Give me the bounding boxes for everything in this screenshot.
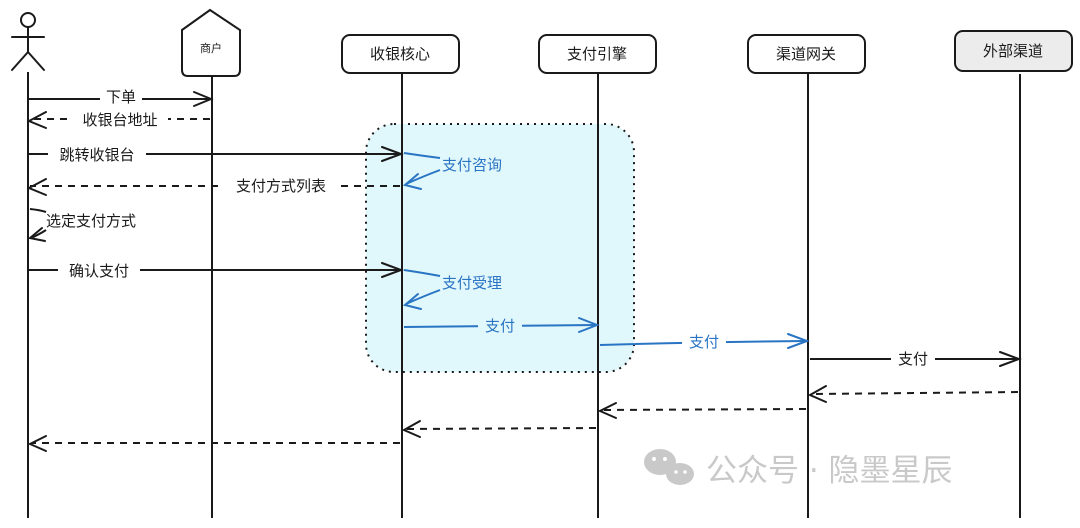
watermark: 公众号 · 隐墨星辰	[644, 449, 953, 489]
place-order-label: 下单	[106, 88, 136, 106]
payment-acceptance-label: 支付受理	[442, 274, 502, 292]
message-return-engine-to-core	[401, 420, 597, 438]
message-confirm-payment: 确认支付	[28, 260, 404, 280]
redirect-cashier-label: 跳转收银台	[59, 146, 134, 164]
participant-external-channel: 外部渠道	[954, 30, 1073, 72]
message-payment-method-list: 支付方式列表	[26, 176, 400, 196]
message-return-external-to-gateway	[807, 385, 1019, 403]
payment-inquiry-label: 支付咨询	[442, 156, 502, 174]
cashier-core-label: 收银核心	[370, 45, 430, 63]
house-icon	[181, 8, 241, 77]
message-payment-inquiry: 支付咨询	[402, 152, 502, 190]
pay-engine-to-gateway-label: 支付	[689, 333, 719, 351]
message-pay-core-to-engine: 支付	[403, 315, 600, 335]
participant-channel-gateway: 渠道网关	[747, 34, 866, 74]
participant-payment-engine: 支付引擎	[538, 34, 657, 74]
message-place-order: 下单	[28, 87, 214, 107]
payment-method-list-label: 支付方式列表	[236, 177, 326, 195]
merchant-label: 商户	[200, 41, 222, 55]
cashier-address-label: 收银台地址	[82, 111, 157, 129]
participant-merchant: 商户	[181, 8, 241, 77]
message-return-gateway-to-engine	[597, 402, 807, 419]
highlight-region	[365, 123, 635, 373]
payment-engine-label: 支付引擎	[567, 45, 627, 63]
message-select-payment-method: 选定支付方式	[27, 208, 136, 242]
message-payment-acceptance: 支付受理	[402, 269, 502, 310]
channel-gateway-label: 渠道网关	[776, 45, 836, 63]
user-actor-icon	[11, 12, 45, 71]
message-redirect-cashier: 跳转收银台	[28, 144, 404, 164]
message-return-core-to-user	[27, 435, 400, 452]
message-cashier-address: 收银台地址	[26, 109, 210, 129]
message-pay-engine-to-gateway: 支付	[599, 331, 810, 351]
wechat-icon	[644, 449, 694, 485]
pay-gateway-to-external-label: 支付	[898, 350, 928, 368]
pay-core-to-engine-label: 支付	[485, 317, 515, 335]
external-channel-label: 外部渠道	[983, 42, 1043, 60]
watermark-text: 公众号 · 隐墨星辰	[706, 453, 953, 489]
confirm-payment-label: 确认支付	[69, 262, 129, 280]
select-payment-method-label: 选定支付方式	[46, 212, 136, 230]
participant-cashier-core: 收银核心	[341, 34, 460, 74]
message-pay-gateway-to-external: 支付	[810, 349, 1022, 369]
